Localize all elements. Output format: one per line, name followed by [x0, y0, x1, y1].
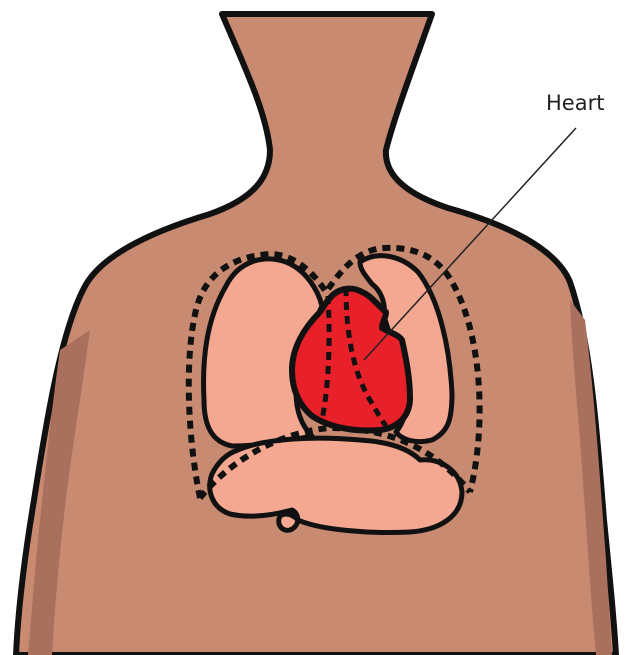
heart-label: Heart	[546, 91, 604, 115]
